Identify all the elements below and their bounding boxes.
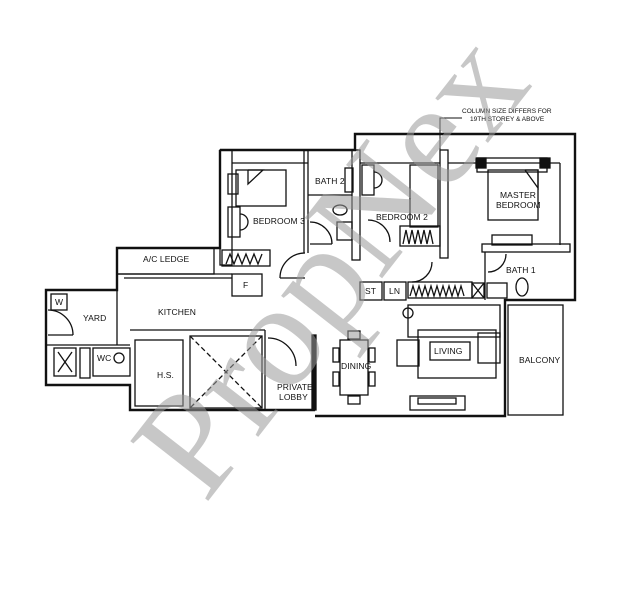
master-bedroom xyxy=(448,157,571,253)
storage-strip xyxy=(359,281,485,301)
label-wc: WC xyxy=(97,353,111,363)
living-furniture xyxy=(396,304,501,411)
bath-1 xyxy=(484,252,529,300)
label-fridge: F xyxy=(243,280,248,290)
private-lobby xyxy=(264,330,317,411)
label-balcony: BALCONY xyxy=(519,355,561,365)
label-private-lobby-line2: LOBBY xyxy=(279,392,308,402)
label-living: LIVING xyxy=(434,346,462,356)
label-bath-2: BATH 2 xyxy=(315,176,345,186)
label-bath-1: BATH 1 xyxy=(506,265,536,275)
yard xyxy=(46,290,131,379)
column-note-line1: COLUMN SIZE DIFFERS FOR xyxy=(462,108,552,115)
column-note-line2: 19TH STOREY & ABOVE xyxy=(470,116,545,123)
label-dining: DINING xyxy=(341,361,371,371)
dining-table xyxy=(332,330,376,405)
label-master-line2: BEDROOM xyxy=(496,200,541,210)
label-bedroom-3: BEDROOM 3 xyxy=(253,216,305,226)
label-private-lobby-line1: PRIVATE xyxy=(277,382,313,392)
label-master-line1: MASTER xyxy=(500,190,536,200)
label-ac-ledge: A/C LEDGE xyxy=(143,254,189,264)
ac-ledge xyxy=(116,247,232,279)
bath-2 xyxy=(308,167,354,245)
label-hs: H.S. xyxy=(157,370,174,380)
label-ln: LN xyxy=(389,286,400,296)
label-bedroom-2: BEDROOM 2 xyxy=(376,212,428,222)
label-washer: W xyxy=(55,297,63,307)
label-kitchen: KITCHEN xyxy=(158,307,196,317)
balcony xyxy=(507,304,564,416)
label-st: ST xyxy=(365,286,376,296)
bedroom-3-walls xyxy=(219,149,309,279)
watermark: PropNex xyxy=(100,3,559,525)
column-note-leader xyxy=(439,117,462,150)
label-yard: YARD xyxy=(83,313,106,323)
fridge xyxy=(231,273,263,297)
household-shelter xyxy=(130,329,265,409)
bedroom-2 xyxy=(351,149,449,283)
